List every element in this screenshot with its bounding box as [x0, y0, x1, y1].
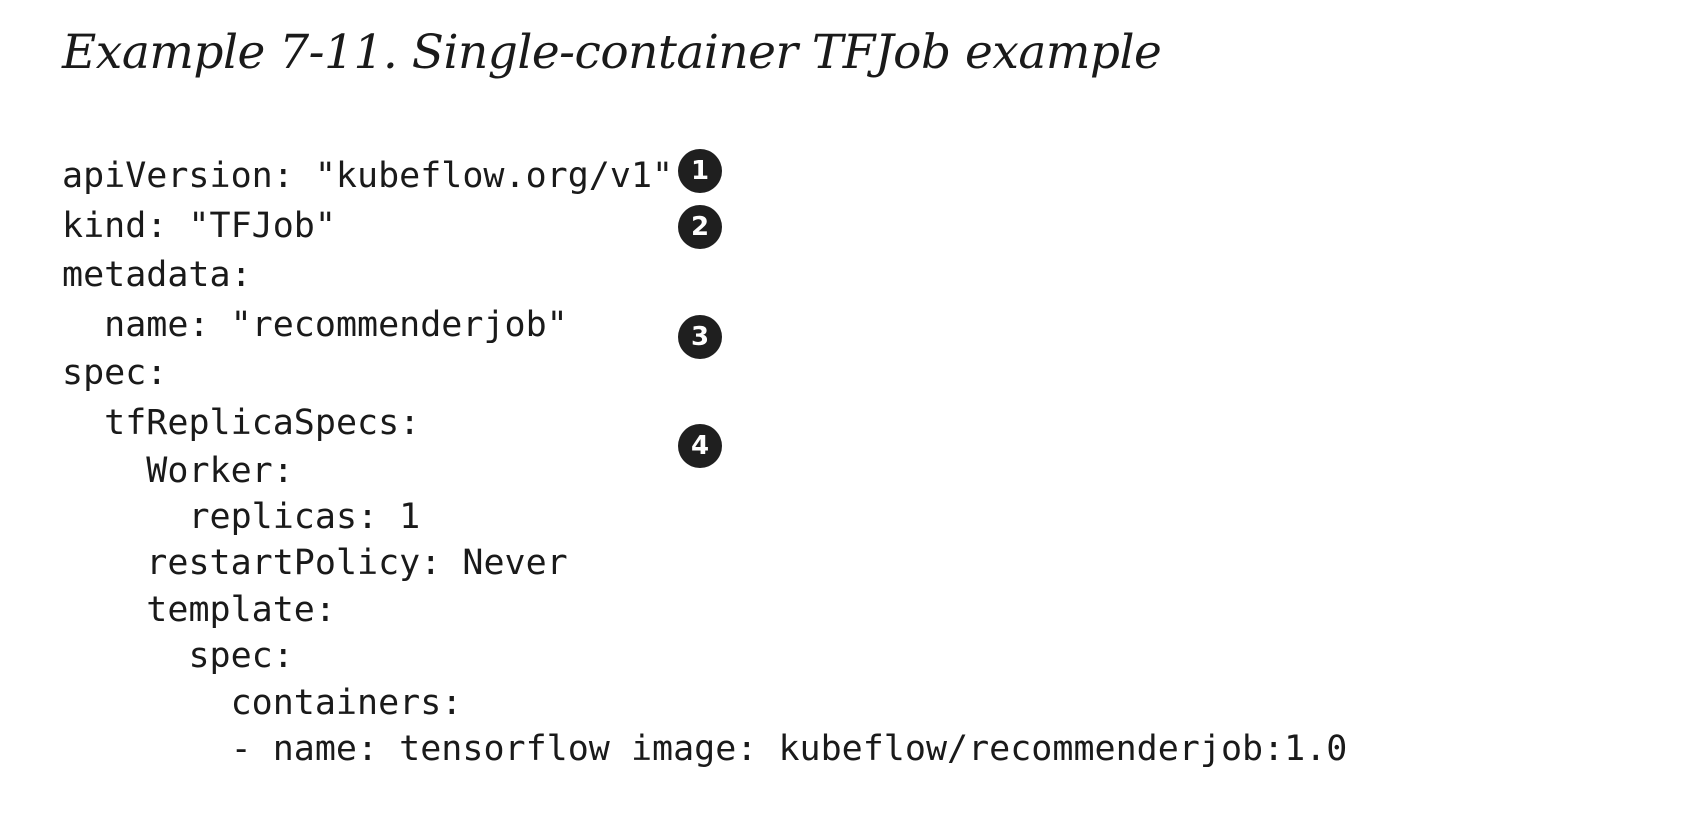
- callout-2-badge: 2: [678, 205, 722, 249]
- code-indent: [62, 497, 188, 537]
- code-indent: [62, 403, 104, 443]
- callout-3-badge: 3: [678, 315, 722, 359]
- callout-1-badge: 1: [678, 149, 722, 193]
- code-text: metadata:: [62, 255, 252, 295]
- code-indent: [62, 451, 146, 491]
- code-line: containers:: [62, 677, 463, 729]
- code-line: restartPolicy: Never: [62, 537, 568, 589]
- code-line: kind: "TFJob": [62, 200, 336, 252]
- callout-4-badge: 4: [678, 424, 722, 468]
- code-line: Worker:: [62, 445, 294, 497]
- code-text: template:: [146, 590, 336, 630]
- example-title: Example 7-11. Single-container TFJob exa…: [62, 25, 1162, 80]
- code-text: apiVersion: "kubeflow.org/v1": [62, 156, 674, 196]
- code-line: metadata:: [62, 249, 252, 301]
- code-indent: [62, 729, 231, 769]
- code-text: kind: "TFJob": [62, 206, 336, 246]
- code-text: name: "recommenderjob": [104, 305, 568, 345]
- code-text: Worker:: [146, 451, 294, 491]
- code-indent: [62, 305, 104, 345]
- code-line: - name: tensorflow image: kubeflow/recom…: [62, 723, 1348, 775]
- code-text: containers:: [230, 683, 463, 723]
- code-line: name: "recommenderjob": [62, 299, 568, 351]
- code-text: - name: tensorflow image: kubeflow/recom…: [230, 729, 1348, 769]
- code-text: spec:: [62, 353, 168, 393]
- code-indent: [62, 590, 146, 630]
- code-indent: [62, 683, 231, 723]
- code-line: template:: [62, 584, 336, 636]
- code-block: apiVersion: "kubeflow.org/v1" kind: "TFJ…: [62, 150, 1682, 769]
- code-text: replicas: 1: [188, 497, 421, 537]
- code-line: spec:: [62, 630, 294, 682]
- code-text: tfReplicaSpecs:: [104, 403, 421, 443]
- code-line: replicas: 1: [62, 491, 420, 543]
- code-text: restartPolicy: Never: [146, 543, 568, 583]
- code-line: apiVersion: "kubeflow.org/v1": [62, 150, 673, 202]
- code-text: spec:: [188, 636, 294, 676]
- code-line: tfReplicaSpecs:: [62, 397, 420, 449]
- code-indent: [62, 543, 146, 583]
- code-line: spec:: [62, 347, 167, 399]
- code-indent: [62, 636, 188, 676]
